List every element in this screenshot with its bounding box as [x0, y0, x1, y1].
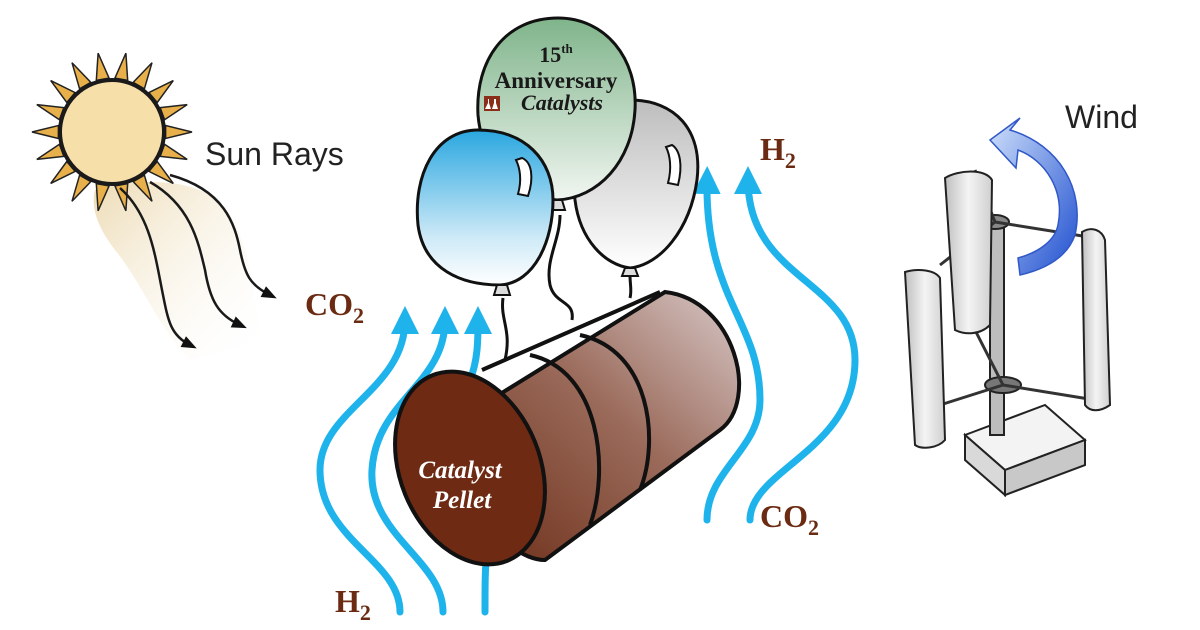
- catalyst-pellet: Catalyst Pellet: [393, 289, 742, 567]
- sun-disc: [58, 78, 166, 186]
- balloon-string-green: [547, 214, 574, 321]
- sun-rays-label: Sun Rays: [205, 136, 344, 172]
- balloon-blue: [415, 128, 555, 296]
- pellet-segment-line-1: [529, 353, 602, 526]
- chem-label-h2-bottom: H2: [335, 583, 371, 625]
- chem-label-h2-top: H2: [760, 131, 796, 173]
- flask-logo-icon: [484, 96, 500, 111]
- pellet-label-line-2: Pellet: [432, 487, 492, 514]
- flow-arrow-left-3-top: [463, 306, 492, 384]
- sun-spike: [159, 103, 188, 121]
- pellet-front-face: [393, 369, 547, 567]
- sun-spike: [159, 143, 188, 161]
- wind-turbine-icon: [903, 169, 1112, 498]
- flow-arrow-left-1: [316, 306, 419, 616]
- balloon-anniversary-label: Anniversary: [495, 68, 618, 93]
- turbine-base-side: [1004, 438, 1086, 497]
- sun-spike: [95, 52, 111, 82]
- wind-label: Wind: [1065, 99, 1138, 135]
- turbine-vane-right: [1080, 228, 1112, 412]
- balloons: 15th Anniversary Catalysts: [415, 16, 700, 361]
- balloon-catalysts-label: Catalysts: [521, 90, 603, 115]
- sun-light-beam: [93, 182, 266, 360]
- sun-rays-spikes: [31, 52, 193, 212]
- balloon-anniversary-number: 15th: [539, 41, 573, 67]
- pellet-top-edge: [481, 290, 661, 372]
- sun-ray-arrow-1: [169, 173, 277, 299]
- chem-label-co2-left: CO2: [305, 286, 364, 328]
- sun-spike: [113, 52, 129, 82]
- pellet-label-line-1: Catalyst: [418, 457, 502, 484]
- sun-spike: [36, 143, 65, 161]
- turbine-vane-back: [943, 170, 994, 335]
- sun-spike: [164, 124, 193, 140]
- chem-label-co2-bottom: CO2: [760, 498, 819, 540]
- sun-spike: [31, 124, 60, 140]
- flow-arrow-left-2: [368, 306, 459, 616]
- balloon-string-grey: [628, 274, 633, 299]
- turbine-shaft: [989, 219, 1005, 436]
- flow-arrow-right-1: [692, 166, 764, 524]
- sun-ray-arrow-3: [119, 187, 197, 349]
- sun-icon: [31, 52, 277, 360]
- flow-arrow-right-2: [734, 166, 859, 524]
- sun-ray-arrow-2: [149, 180, 247, 329]
- turbine-vane-left: [903, 269, 947, 449]
- pellet-segment-line-2: [579, 333, 652, 491]
- sun-spike: [36, 103, 65, 121]
- balloon-string-blue: [501, 297, 509, 361]
- rotation-arrow-icon: [988, 117, 1078, 276]
